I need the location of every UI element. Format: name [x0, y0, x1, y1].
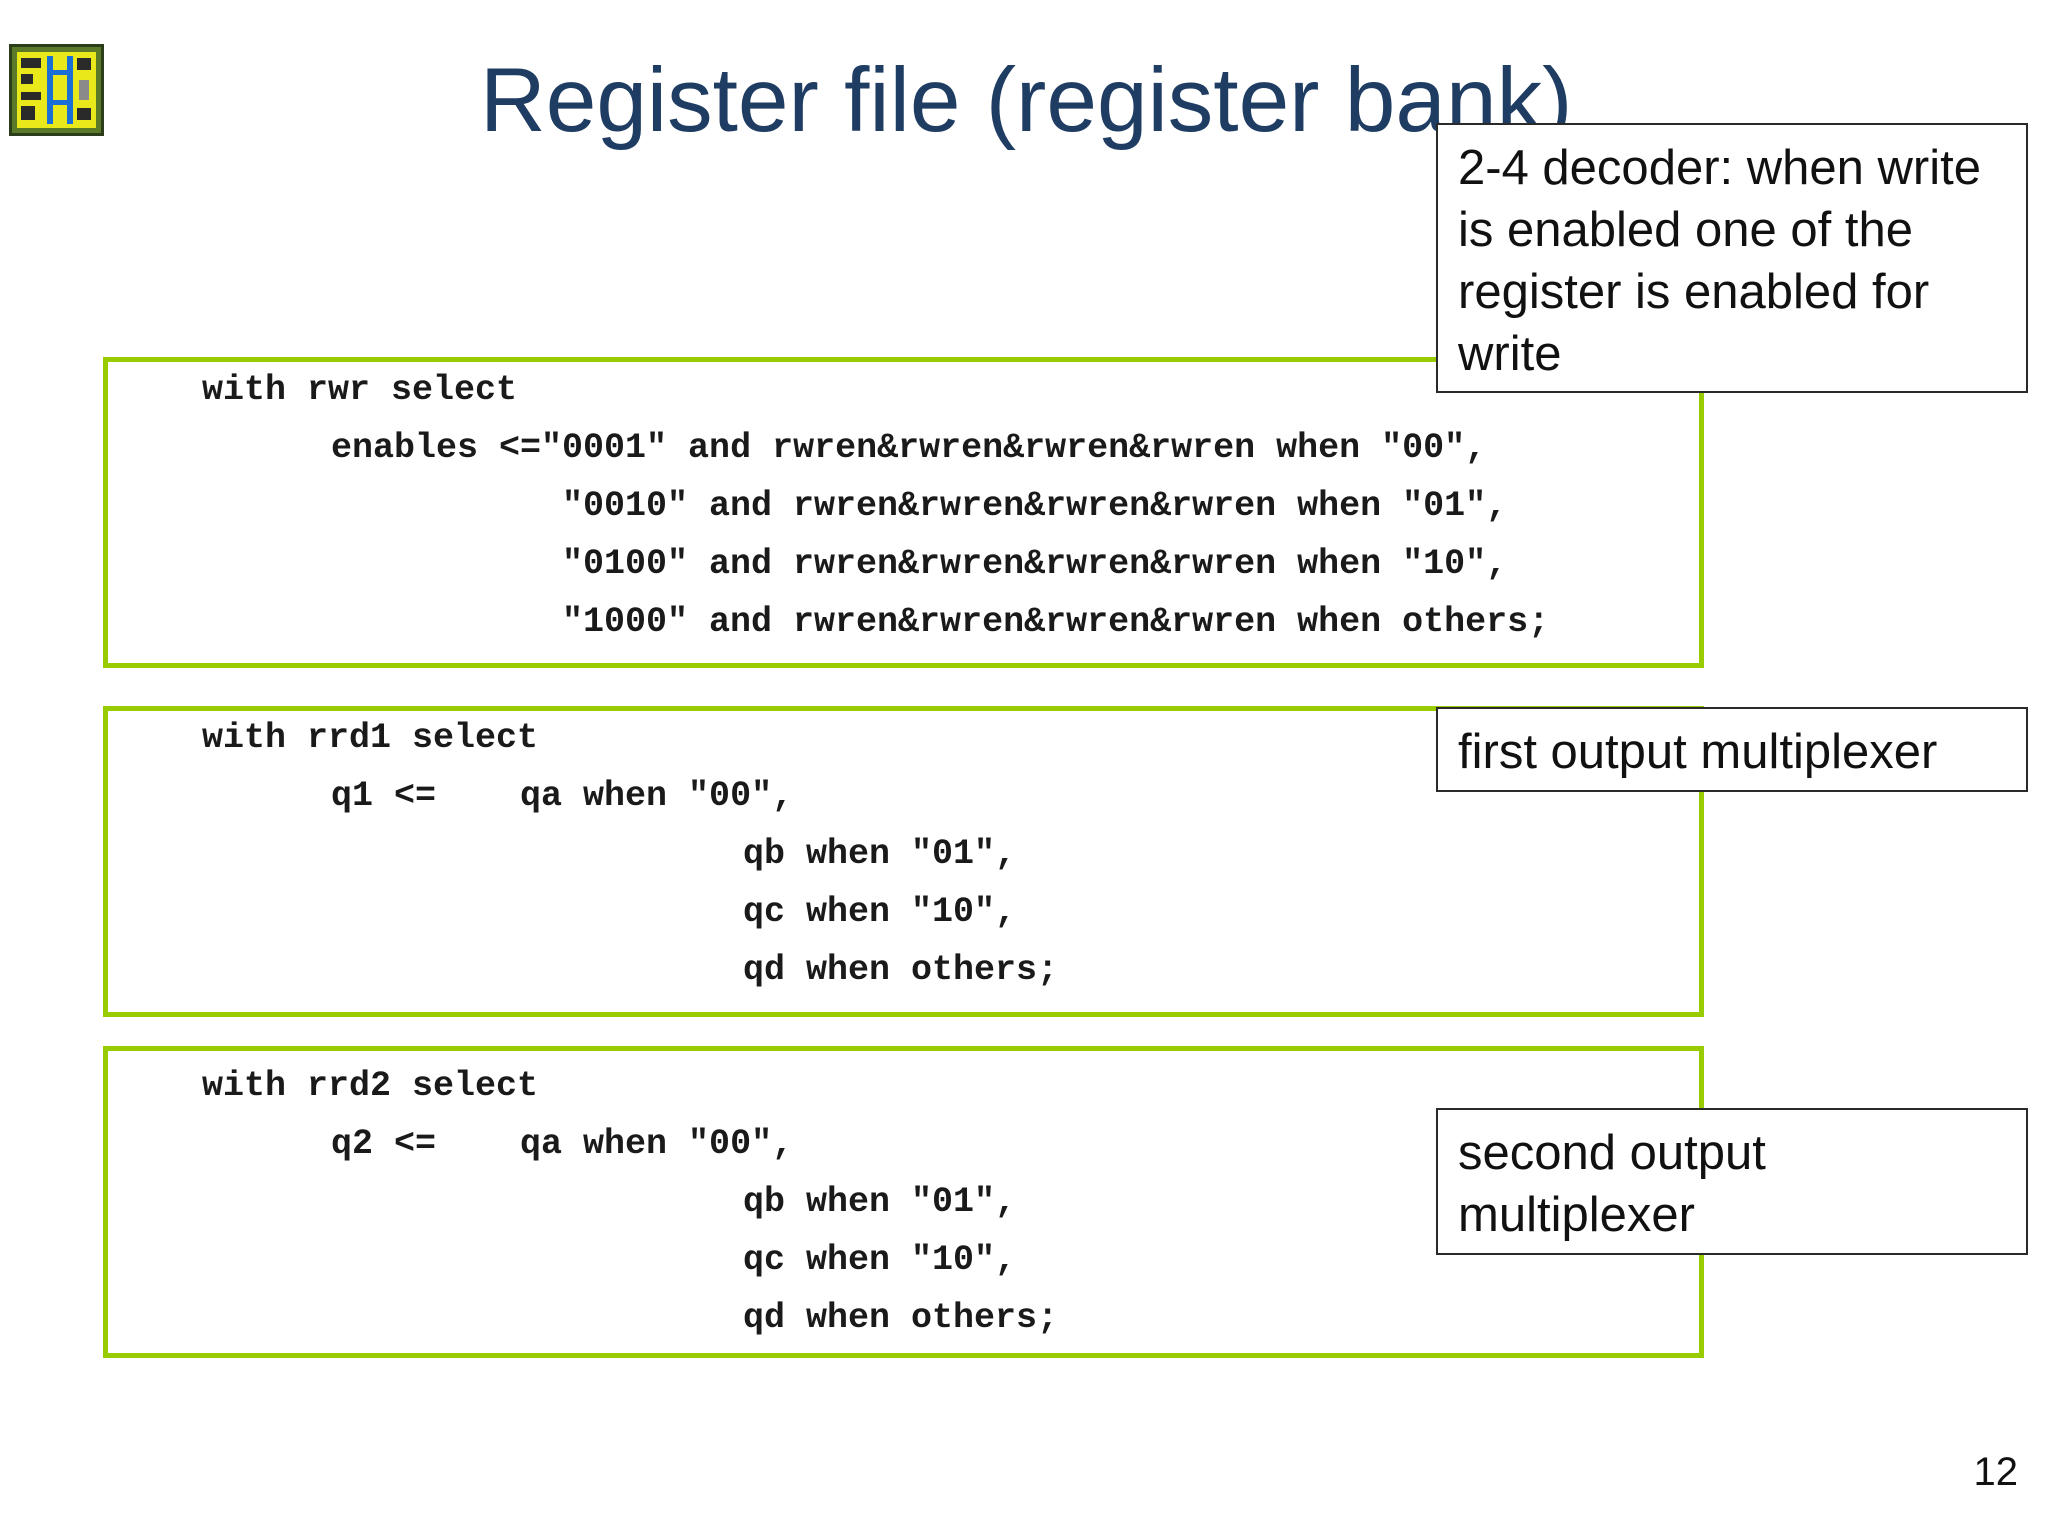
- code-line: with rrd1 select: [202, 718, 539, 758]
- code-line: with rwr select: [202, 370, 518, 410]
- code-line: q2 <= qa when "00",: [331, 1124, 794, 1164]
- code-line: with rrd2 select: [202, 1066, 539, 1106]
- second-mux-note: second output multiplexer: [1436, 1108, 2028, 1255]
- code-line: enables <="0001" and rwren&rwren&rwren&r…: [331, 428, 1487, 468]
- slide-title: Register file (register bank): [480, 50, 1573, 151]
- decoder-note: 2-4 decoder: when write is enabled one o…: [1436, 123, 2028, 393]
- code-line: qd when others;: [743, 950, 1059, 990]
- code-line: qd when others;: [743, 1298, 1059, 1338]
- code-line: "1000" and rwren&rwren&rwren&rwren when …: [562, 602, 1550, 642]
- decoder-code-box: [103, 357, 1704, 668]
- code-line: q1 <= qa when "00",: [331, 776, 794, 816]
- code-line: "0100" and rwren&rwren&rwren&rwren when …: [562, 544, 1508, 584]
- code-line: "0010" and rwren&rwren&rwren&rwren when …: [562, 486, 1508, 526]
- page-number: 12: [1973, 1450, 2019, 1494]
- code-line: qc when "10",: [743, 1240, 1017, 1280]
- code-line: qc when "10",: [743, 892, 1017, 932]
- first-mux-note: first output multiplexer: [1436, 707, 2028, 792]
- chip-layout-icon: [9, 44, 104, 136]
- code-line: qb when "01",: [743, 834, 1017, 874]
- code-line: qb when "01",: [743, 1182, 1017, 1222]
